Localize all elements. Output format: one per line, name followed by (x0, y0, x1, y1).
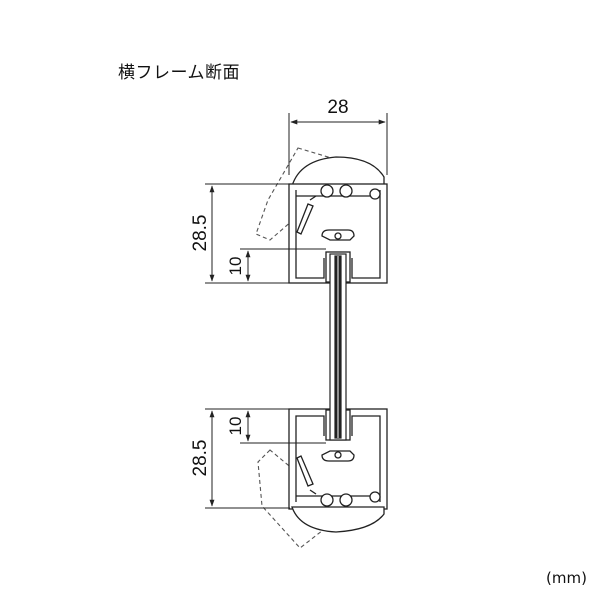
bottom-height-dimension (205, 408, 290, 509)
panel-board (329, 253, 347, 441)
bottom-inner-label: 10 (226, 417, 245, 436)
width-dimension (288, 113, 388, 175)
diagram-title: 横フレーム断面 (118, 63, 240, 83)
bottom-height-label: 28.5 (190, 440, 211, 477)
top-inner-label: 10 (226, 257, 245, 276)
bottom-frame-profile (257, 408, 388, 549)
top-frame-profile (255, 147, 388, 284)
bottom-inner-dimension (240, 408, 326, 444)
top-inner-dimension (240, 248, 326, 284)
unit-label: (mm) (546, 569, 587, 587)
top-height-label: 28.5 (190, 215, 211, 252)
width-dimension-label: 28 (327, 97, 348, 118)
